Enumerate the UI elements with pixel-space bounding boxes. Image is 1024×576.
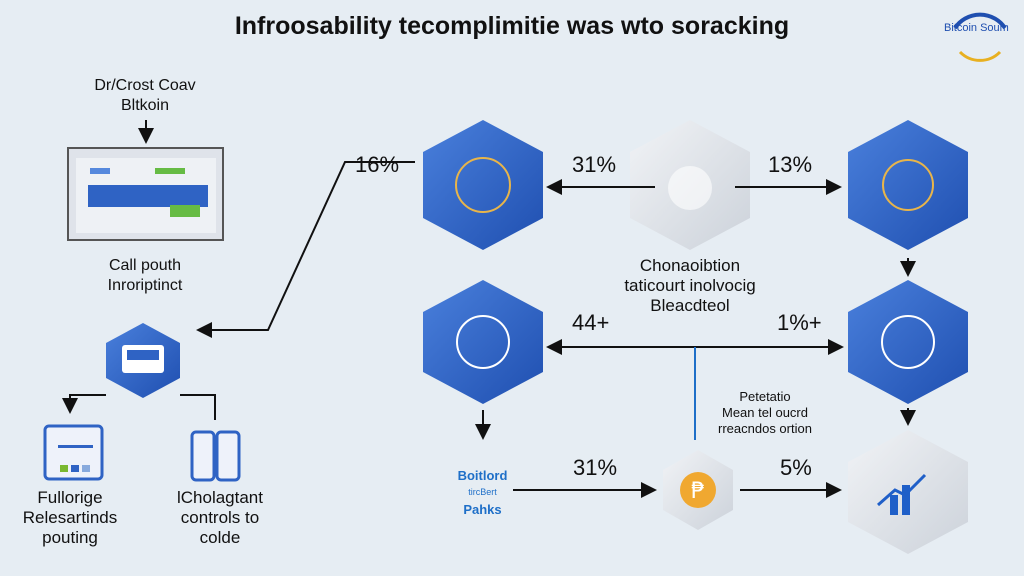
- percent-6: 31%: [573, 455, 618, 480]
- hex-node-4: [423, 280, 543, 404]
- percent-5: 1%+: [777, 310, 822, 335]
- logo-text: Bitcoin Soum: [944, 22, 1009, 34]
- coin-hex-node: ₱: [663, 450, 733, 530]
- label-line: Bleacdteol: [650, 296, 730, 315]
- browser-window-icon: [43, 424, 104, 481]
- percent-2: 31%: [572, 152, 617, 177]
- label-line: taticourt inolvocig: [624, 276, 756, 295]
- label-line: rreacndos ortion: [718, 421, 812, 436]
- label-line: lCholagtant: [176, 488, 263, 507]
- logo-ring: [953, 12, 1007, 62]
- server-icon: [190, 430, 241, 482]
- label-line: Bltkoin: [120, 97, 170, 114]
- label-line: Dr/Crost Coav: [94, 77, 196, 94]
- label-line: controls to: [180, 508, 260, 527]
- hex-node-3: [848, 120, 968, 250]
- label-line: Petetatio: [739, 389, 791, 404]
- page-title: Infroosability tecomplimitie was wto sor…: [234, 12, 790, 40]
- label-line: Inroriptinct: [107, 277, 183, 294]
- label-line: tircBert: [468, 487, 497, 497]
- hex-node-5: [848, 280, 968, 404]
- connector-arrows: [62, 120, 916, 498]
- label-line: Relesartinds: [22, 508, 118, 527]
- percent-4: 44+: [572, 310, 610, 335]
- label-line: Pahks: [463, 502, 502, 517]
- label-line: Chonaoibtion: [639, 256, 741, 275]
- percent-1: 16%: [355, 152, 400, 177]
- label-line: Call pouth: [108, 257, 182, 274]
- label-line: Mean tel oucrd: [722, 405, 808, 420]
- label-line: colde: [199, 528, 241, 547]
- monitor-icon: [67, 147, 224, 241]
- hex-node-1: [423, 120, 543, 250]
- small-hex-node: [106, 323, 180, 398]
- hex-node-center: [630, 120, 750, 250]
- label-line: pouting: [42, 528, 98, 547]
- percent-7: 5%: [780, 455, 812, 480]
- hex-node-6: [848, 430, 968, 554]
- percent-3: 13%: [768, 152, 813, 177]
- svg-text:₱: ₱: [691, 479, 705, 504]
- label-line: Boitlord: [457, 468, 508, 483]
- label-line: Fullorige: [37, 488, 103, 507]
